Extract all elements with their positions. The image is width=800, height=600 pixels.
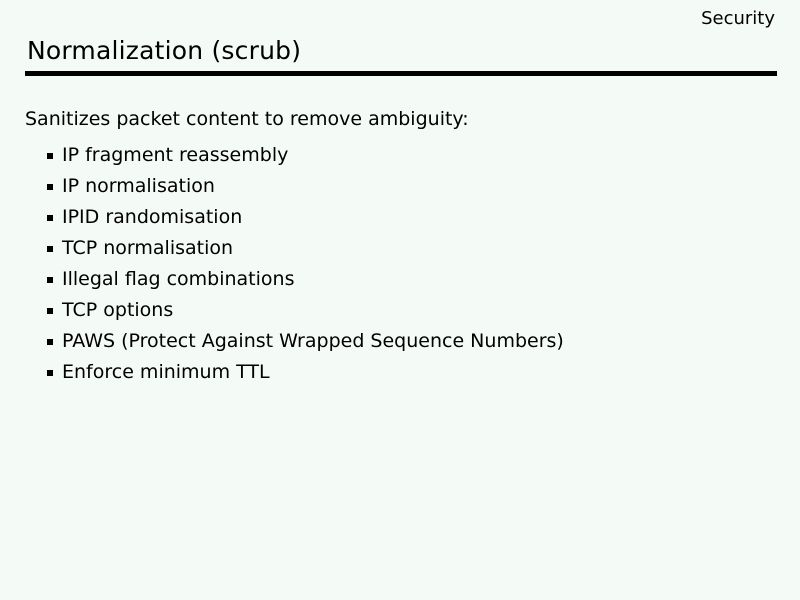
slide-body: Sanitizes packet content to remove ambig… [25, 108, 780, 388]
bullet-item: TCP options [47, 295, 780, 326]
bullet-item: Enforce minimum TTL [47, 357, 780, 388]
bullet-item: TCP normalisation [47, 233, 780, 264]
bullet-list: IP fragment reassembly IP normalisation … [47, 140, 780, 388]
bullet-item: PAWS (Protect Against Wrapped Sequence N… [47, 326, 780, 357]
bullet-item: IP fragment reassembly [47, 140, 780, 171]
bullet-item: IP normalisation [47, 171, 780, 202]
bullet-item: IPID randomisation [47, 202, 780, 233]
bullet-item: Illegal flag combinations [47, 264, 780, 295]
slide-title: Normalization (scrub) [27, 36, 302, 65]
corner-label-security: Security [701, 8, 775, 29]
title-rule [25, 71, 777, 76]
intro-text: Sanitizes packet content to remove ambig… [25, 108, 469, 130]
